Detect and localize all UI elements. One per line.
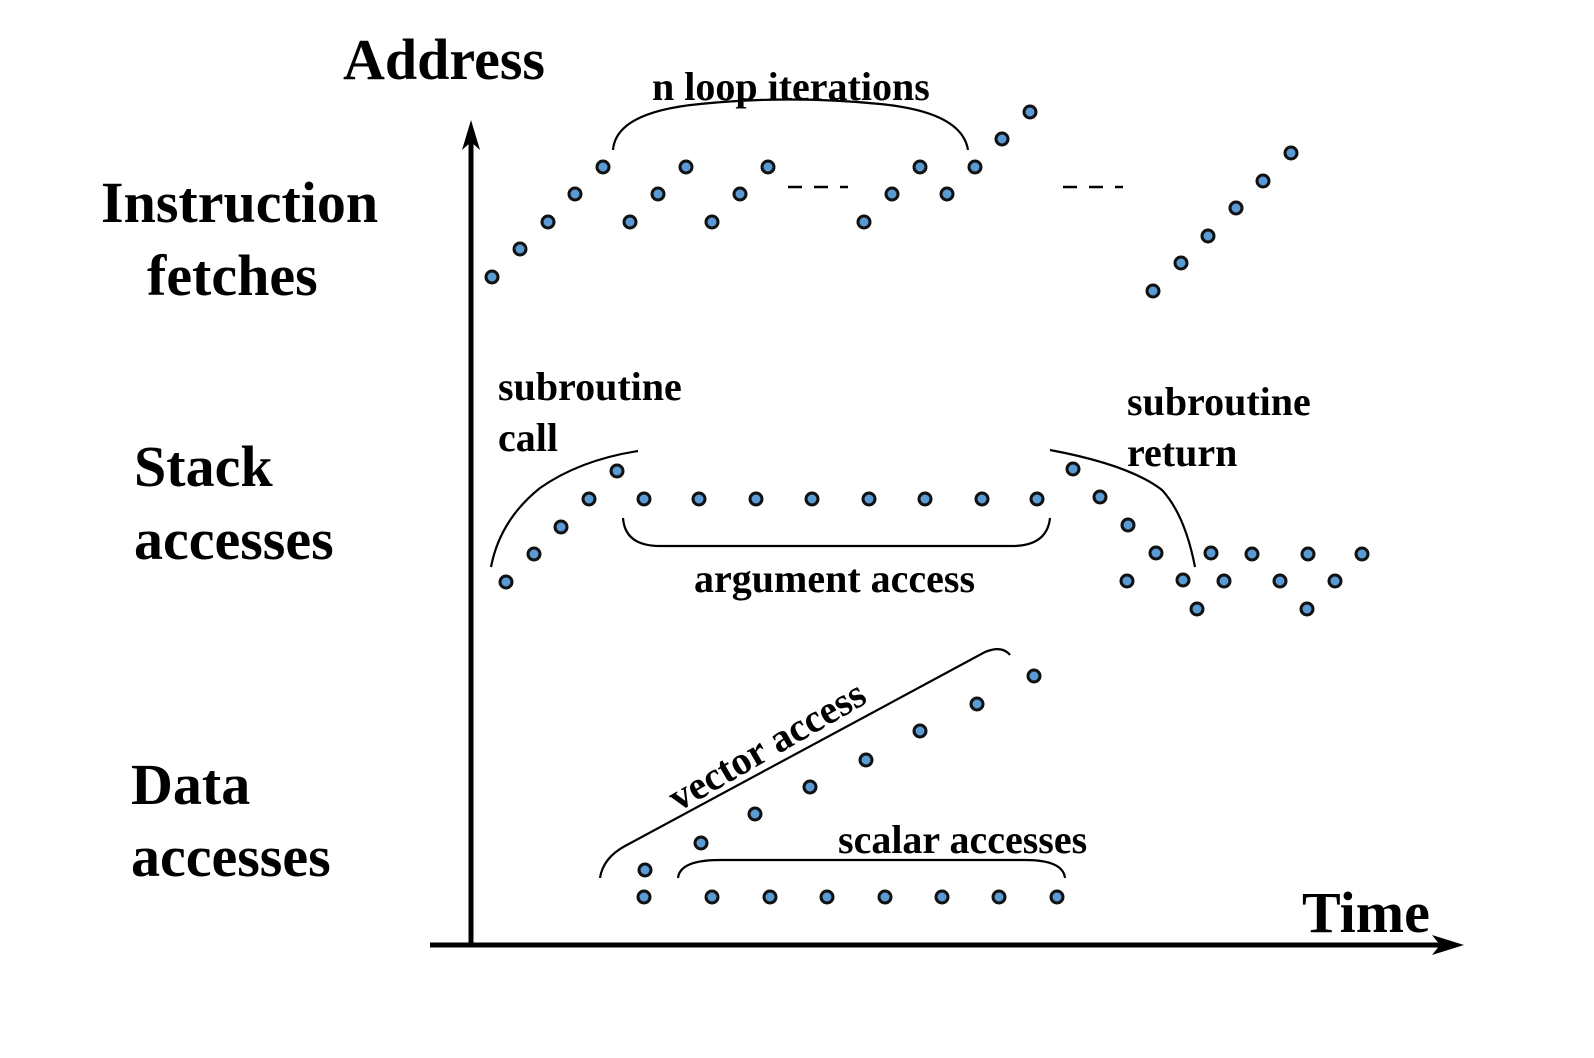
stack-access-point xyxy=(748,491,764,507)
stack-access-point xyxy=(526,546,542,562)
data-access-point xyxy=(858,752,874,768)
stack-access-point xyxy=(804,491,820,507)
instruction-fetch-point xyxy=(704,214,720,230)
instruction-fetch-point xyxy=(1228,200,1244,216)
instruction-fetch-point xyxy=(732,186,748,202)
instruction-fetch-point xyxy=(967,159,983,175)
data-access-point xyxy=(819,889,835,905)
stack-access-point xyxy=(861,491,877,507)
x-axis-arrow-icon xyxy=(1432,935,1464,955)
instruction-fetch-point xyxy=(650,186,666,202)
data-access-point xyxy=(934,889,950,905)
instruction-fetch-point xyxy=(484,269,500,285)
instruction-fetch-point xyxy=(912,159,928,175)
stack-access-point xyxy=(1272,573,1288,589)
stack-access-point xyxy=(1354,546,1370,562)
data-access-point xyxy=(1026,668,1042,684)
data-access-point xyxy=(912,723,928,739)
instruction-fetches-label-line1: Instruction xyxy=(101,170,378,235)
stack-access-point xyxy=(1119,573,1135,589)
stack-access-point xyxy=(553,519,569,535)
scalar-accesses-brace xyxy=(676,858,1067,879)
data-access-point xyxy=(704,889,720,905)
instruction-fetch-point xyxy=(1173,255,1189,271)
instruction-fetch-point xyxy=(994,131,1010,147)
instruction-fetch-point xyxy=(595,159,611,175)
stack-access-point xyxy=(1148,545,1164,561)
data-access-point xyxy=(1049,889,1065,905)
stack-access-point xyxy=(498,574,514,590)
subroutine-call-brace xyxy=(489,449,639,568)
subroutine-call-label-line1: subroutine xyxy=(498,364,682,409)
stack-access-point xyxy=(636,491,652,507)
y-axis-title: Address xyxy=(343,27,545,92)
stack-access-point xyxy=(691,491,707,507)
x-axis-title: Time xyxy=(1302,880,1430,945)
subroutine-return-brace xyxy=(1049,448,1197,568)
loop-iterations-brace xyxy=(611,98,970,151)
stack-access-point xyxy=(1299,601,1315,617)
y-axis-arrow-icon xyxy=(462,120,480,150)
argument-access-brace xyxy=(621,517,1052,548)
instruction-fetch-point xyxy=(939,186,955,202)
instruction-fetches-label-line2: fetches xyxy=(147,243,318,308)
stack-access-point xyxy=(1216,573,1232,589)
instruction-fetch-point xyxy=(1022,104,1038,120)
argument-access-label: argument access xyxy=(694,556,975,601)
stack-access-point xyxy=(1189,601,1205,617)
stack-access-point xyxy=(1203,545,1219,561)
stack-access-point xyxy=(1327,573,1343,589)
instruction-fetch-point xyxy=(678,159,694,175)
stack-access-point xyxy=(1029,491,1045,507)
data-access-point xyxy=(802,779,818,795)
stack-accesses-label-line1: Stack xyxy=(134,434,273,499)
subroutine-call-label-line2: call xyxy=(498,415,558,460)
stack-access-point xyxy=(1175,572,1191,588)
instruction-fetch-point xyxy=(1145,283,1161,299)
stack-access-point xyxy=(609,463,625,479)
data-accesses-label-line1: Data xyxy=(131,752,250,817)
instruction-fetch-point xyxy=(1255,173,1271,189)
stack-access-point xyxy=(1065,461,1081,477)
stack-access-point xyxy=(1244,546,1260,562)
stack-access-point xyxy=(917,491,933,507)
stack-access-point xyxy=(974,491,990,507)
subroutine-return-label-line1: subroutine xyxy=(1127,379,1311,424)
instruction-fetch-point xyxy=(856,214,872,230)
stack-accesses-label-line2: accesses xyxy=(134,507,334,572)
data-access-point xyxy=(693,835,709,851)
access-points xyxy=(484,104,1370,905)
data-access-point xyxy=(877,889,893,905)
data-access-point xyxy=(991,889,1007,905)
data-access-point xyxy=(636,889,652,905)
instruction-fetch-point xyxy=(884,186,900,202)
stack-access-point xyxy=(1300,546,1316,562)
instruction-fetch-point xyxy=(1200,228,1216,244)
vector-access-brace xyxy=(598,648,1011,879)
instruction-fetch-point xyxy=(567,186,583,202)
stack-access-point xyxy=(1092,489,1108,505)
instruction-fetch-point xyxy=(540,214,556,230)
subroutine-return-label-line2: return xyxy=(1127,430,1237,475)
instruction-fetch-point xyxy=(512,241,528,257)
data-access-point xyxy=(637,862,653,878)
data-access-point xyxy=(969,696,985,712)
loop-iterations-label: n loop iterations xyxy=(652,64,930,109)
data-access-point xyxy=(747,806,763,822)
instruction-fetch-point xyxy=(622,214,638,230)
data-accesses-label-line2: accesses xyxy=(131,824,331,889)
stack-access-point xyxy=(1120,517,1136,533)
data-access-point xyxy=(762,889,778,905)
vector-access-label: vector access xyxy=(660,671,873,820)
stack-access-point xyxy=(581,491,597,507)
instruction-fetch-point xyxy=(1283,145,1299,161)
scalar-accesses-label: scalar accesses xyxy=(838,817,1087,862)
instruction-fetch-point xyxy=(760,159,776,175)
